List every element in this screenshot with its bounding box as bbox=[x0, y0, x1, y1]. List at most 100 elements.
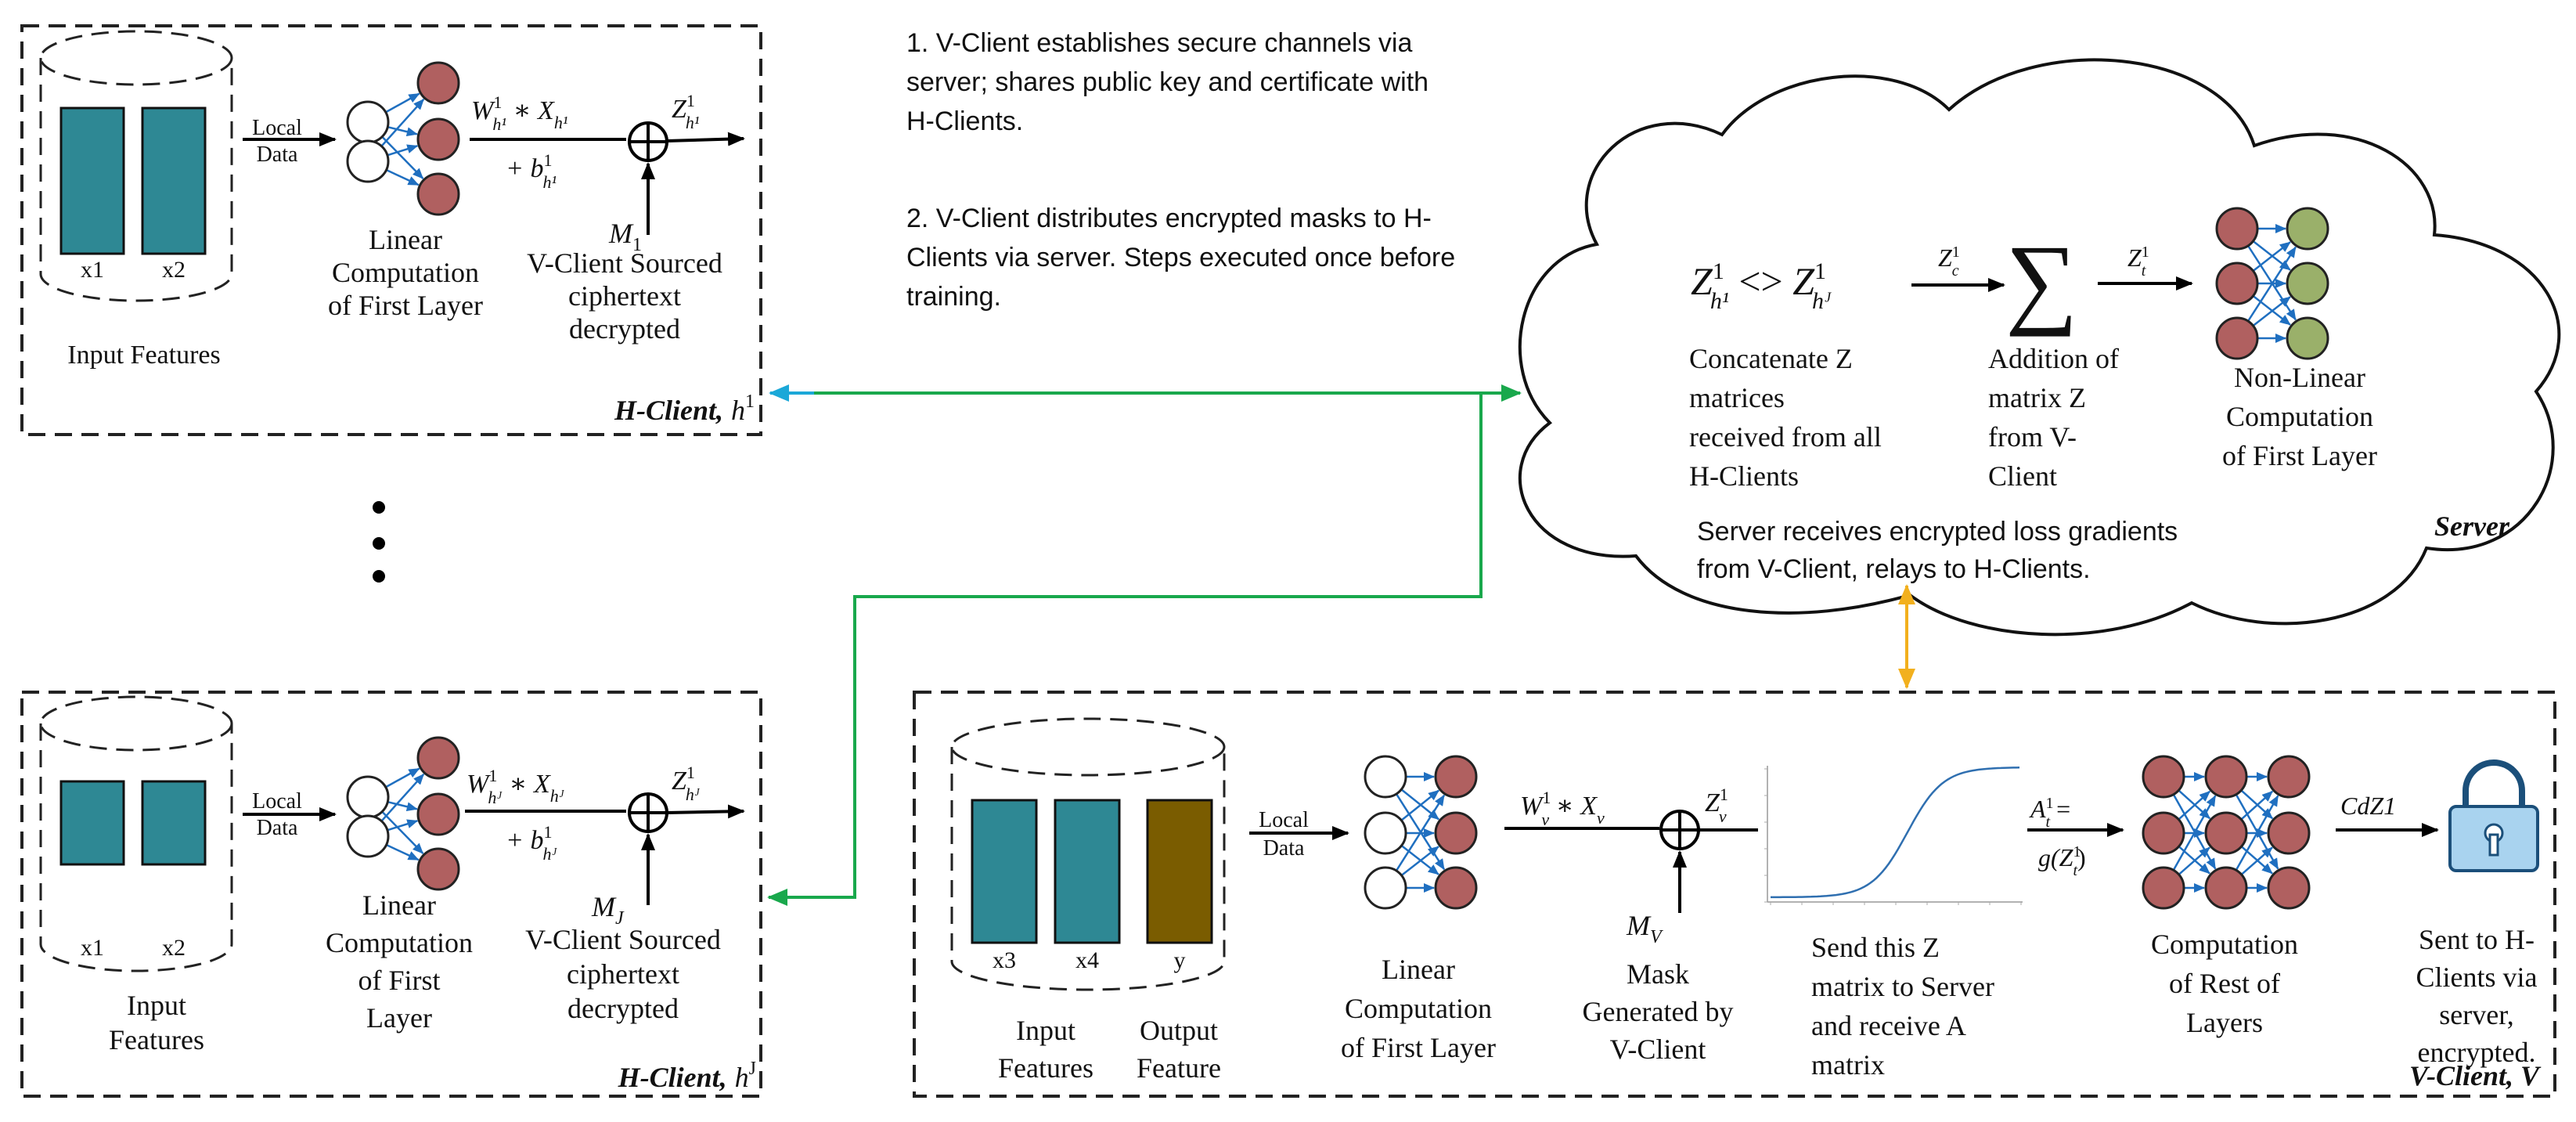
h1-first-layer-network-edge bbox=[385, 92, 420, 114]
h1-mask-symbol: M1 bbox=[608, 218, 642, 255]
hj-first-layer-network-edge bbox=[386, 843, 420, 861]
h1-sum-node bbox=[628, 121, 668, 162]
server-nonlinear-network-node bbox=[2215, 316, 2259, 360]
v-sigmoid-plot bbox=[1758, 759, 2029, 908]
hj-mask-symbol: MJ bbox=[591, 891, 625, 929]
v-rest-layers-network-node bbox=[2267, 866, 2311, 910]
v-first-layer-network-node bbox=[1364, 811, 1407, 855]
v-first-layer-network-node bbox=[1434, 755, 1478, 799]
h1-feature-column-1 bbox=[59, 106, 125, 255]
hj-z-out-arrow bbox=[666, 804, 745, 819]
v-rest-layers-network-edge bbox=[2240, 790, 2274, 821]
v-first-layer-network-edge bbox=[1395, 794, 1446, 871]
h1-input-features-label: Input Features bbox=[67, 341, 220, 370]
v-sigmoid-ticks bbox=[1764, 768, 2022, 905]
hj-first-layer-network-edge bbox=[381, 810, 424, 854]
hj-sum-node bbox=[628, 792, 668, 833]
v-first-layer-network-node bbox=[1364, 755, 1407, 799]
h1-first-layer-network-node bbox=[416, 61, 460, 105]
h1-first-layer-network-edge bbox=[386, 168, 420, 186]
h1-first-layer-network-node bbox=[416, 117, 460, 161]
v-rest-layers-network-node bbox=[2204, 755, 2248, 799]
hj-first-layer-network-edge bbox=[387, 819, 419, 832]
v-output-column-y bbox=[1146, 799, 1213, 944]
server-nonlinear-network-node bbox=[2286, 262, 2329, 305]
h1-col-label-2: x2 bbox=[162, 257, 186, 283]
hj-first-layer-network-edge bbox=[385, 767, 420, 788]
v-feature-column-x4 bbox=[1054, 799, 1121, 944]
h1-first-layer-network-node bbox=[416, 172, 460, 216]
server-name-label: Server bbox=[2434, 510, 2510, 542]
v-col-label-x4: x4 bbox=[1075, 947, 1099, 973]
h1-first-layer-network-edge bbox=[380, 98, 425, 147]
server-nonlinear-network-node bbox=[2215, 207, 2259, 251]
h1-first-layer-network-edge bbox=[387, 144, 419, 157]
server-nonlinear-network-edge bbox=[2247, 246, 2297, 322]
hj-first-layer-network-edge bbox=[380, 773, 425, 822]
v-sum-node bbox=[1659, 810, 1700, 850]
h1-client-name: H-Client,h1 bbox=[614, 391, 755, 426]
hj-feature-column-2 bbox=[141, 780, 207, 866]
hj-client-name: H-Client,hJ bbox=[618, 1059, 756, 1093]
server-summation-symbol: ∑ bbox=[2005, 225, 2078, 337]
v-rest-layers-network-edge bbox=[2172, 795, 2217, 871]
server-nonlinear-network-edge bbox=[2252, 296, 2291, 327]
v-first-layer-network-node bbox=[1434, 811, 1478, 855]
hj-first-layer-network-node bbox=[416, 792, 460, 836]
hj-first-layer-network-edge bbox=[387, 800, 418, 812]
hj-col-label-2: x2 bbox=[162, 935, 186, 961]
h1-first-layer-network-node bbox=[346, 100, 390, 144]
v-rest-layers-network-edge bbox=[2178, 846, 2210, 875]
h-client-ellipsis bbox=[373, 501, 385, 583]
h1-first-layer-network-edge bbox=[387, 125, 418, 137]
server-nonlinear-network-node bbox=[2215, 262, 2259, 305]
v-rest-layers-network-node bbox=[2204, 866, 2248, 910]
lock-icon bbox=[2448, 759, 2539, 872]
hj-first-layer-network bbox=[346, 736, 460, 891]
h-client-hj-frame bbox=[20, 691, 762, 1098]
v-feature-column-x3 bbox=[971, 799, 1038, 944]
server-loss-gradient-note: Server receives encrypted loss gradients… bbox=[1697, 517, 2178, 584]
v-first-layer-network-edge bbox=[1400, 846, 1439, 877]
server-nonlinear-network-node bbox=[2286, 207, 2329, 251]
h1-first-layer-network bbox=[346, 61, 460, 216]
server-nonlinear-network bbox=[2215, 207, 2329, 360]
v-col-label-y: y bbox=[1174, 947, 1186, 973]
v-sigmoid-curve bbox=[1771, 767, 2020, 899]
v-rest-layers-network-node bbox=[2267, 811, 2311, 855]
h1-z-out-arrow bbox=[666, 132, 745, 146]
v-database: x3 x4 y bbox=[950, 717, 1226, 991]
v-rest-layers-network bbox=[2142, 755, 2311, 910]
h1-first-layer-network-edge bbox=[381, 135, 424, 179]
v-first-layer-network-node bbox=[1364, 866, 1407, 910]
h1-database: x1 x2 bbox=[39, 30, 233, 302]
